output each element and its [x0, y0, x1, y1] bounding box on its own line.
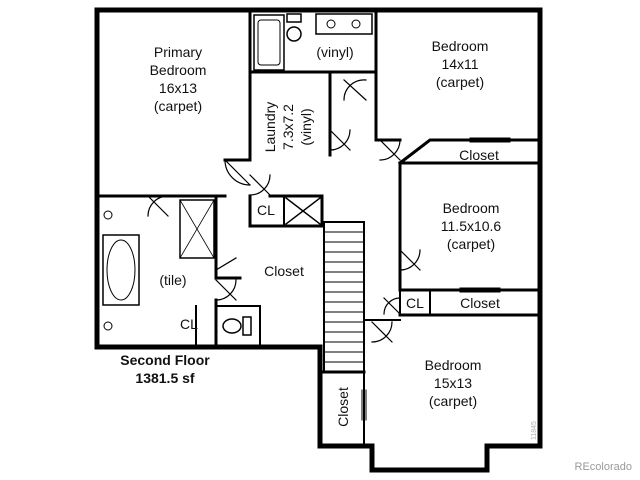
room-label-closet-a: Closet	[449, 146, 509, 164]
room-label-primary-bedroom: Primary Bedroom 16x13 (carpet)	[138, 43, 218, 115]
room-name: Bedroom	[431, 38, 489, 54]
wall	[214, 194, 242, 280]
room-label-bedroom-a: Bedroom 14x11 (carpet)	[415, 37, 505, 91]
toilet	[222, 318, 242, 334]
wall	[215, 305, 261, 347]
room-label-bedroom-c: Bedroom 15x13 (carpet)	[408, 356, 498, 410]
room-label-laundry: Laundry 7.3x7.2 (vinyl)	[261, 87, 315, 167]
room-floor: (carpet)	[435, 74, 485, 90]
room-label-cl-bath: CL	[176, 315, 202, 333]
floor-area: 1381.5 sf	[135, 370, 195, 386]
closet-door-marks	[361, 137, 511, 421]
room-label-bedroom-b: Bedroom 11.5x10.6 (carpet)	[426, 199, 516, 253]
credit-text: REcolorado	[574, 461, 632, 473]
wall	[248, 194, 324, 228]
room-floor: (vinyl)	[316, 44, 354, 60]
exterior-wall	[94, 7, 543, 473]
room-size: 14x11	[441, 56, 479, 72]
room-label-master-bath: (tile)	[148, 271, 198, 289]
room-label-walk-in-closet: Closet	[254, 262, 314, 280]
room-size: 15x13	[433, 375, 473, 391]
room-name-line2: Bedroom	[149, 62, 207, 78]
sink	[103, 321, 113, 331]
room-name: Bedroom	[442, 200, 500, 216]
room-label-closet-b: Closet	[450, 294, 510, 312]
room-label-closet-c: Closet	[334, 379, 352, 435]
bathtub	[253, 14, 285, 71]
staircase	[323, 221, 365, 373]
room-floor: (vinyl)	[298, 108, 314, 146]
room-name: Closet	[335, 387, 351, 427]
room-name: Closet	[264, 263, 304, 279]
room-name: Closet	[459, 147, 499, 163]
room-size: 11.5x10.6	[440, 218, 502, 234]
room-name: Closet	[460, 295, 500, 311]
door-swings	[147, 79, 421, 343]
room-floor: (carpet)	[428, 393, 478, 409]
room-label-bath-vinyl: (vinyl)	[305, 43, 365, 61]
room-size: 7.3x7.2	[280, 104, 296, 150]
tub	[102, 234, 140, 306]
sink	[103, 210, 113, 220]
room-floor: (carpet)	[153, 98, 203, 114]
watermark-id: 11845	[531, 421, 538, 440]
room-name: CL	[257, 202, 275, 218]
floor-caption: Second Floor 1381.5 sf	[110, 351, 220, 387]
room-name-line1: Primary	[153, 44, 203, 60]
room-label-cl-hall: CL	[252, 201, 280, 219]
vanity	[315, 13, 373, 35]
toilet	[286, 26, 302, 42]
wall	[397, 138, 540, 166]
room-name: Laundry	[262, 101, 278, 153]
room-floor: (carpet)	[446, 236, 496, 252]
room-floor: (tile)	[159, 272, 187, 288]
room-label-cl-b: CL	[402, 294, 428, 312]
shower	[179, 199, 215, 259]
floor-title: Second Floor	[120, 352, 210, 368]
room-size: 16x13	[158, 80, 198, 96]
room-name: CL	[406, 295, 424, 311]
room-name: Bedroom	[424, 357, 482, 373]
room-name: CL	[180, 316, 198, 332]
